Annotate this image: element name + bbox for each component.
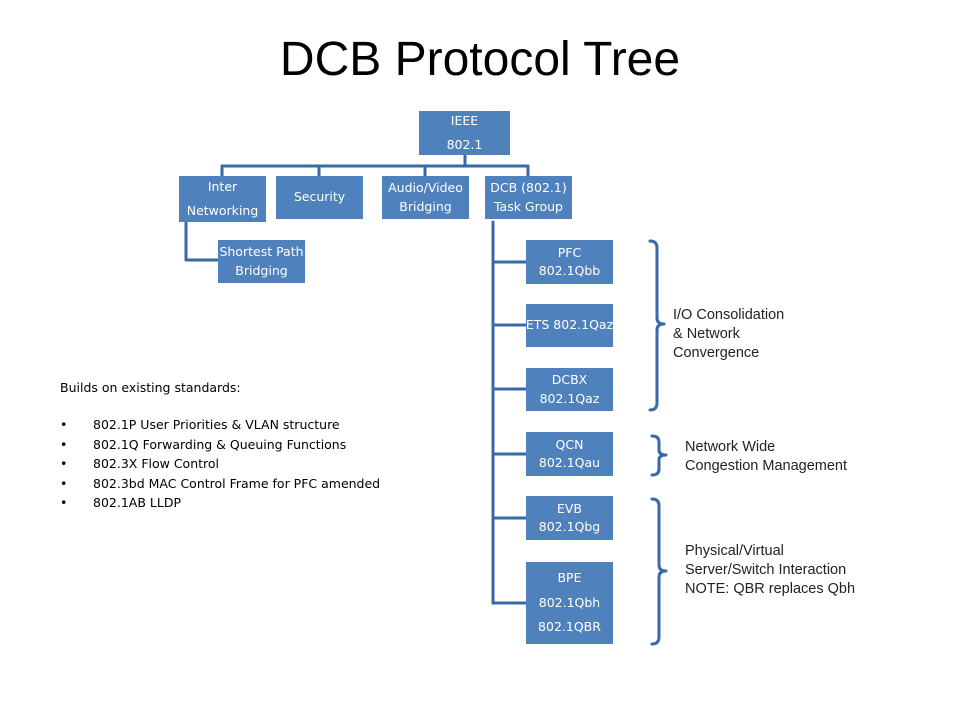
node-security: Security bbox=[276, 176, 363, 219]
node-label: PFC bbox=[557, 244, 582, 260]
node-label: Bridging bbox=[399, 198, 452, 214]
list-item-text: 802.3bd MAC Control Frame for PFC amende… bbox=[93, 475, 381, 491]
group-label-line: Physical/Virtual bbox=[685, 543, 784, 559]
list-item-text: 802.1P User Priorities & VLAN structure bbox=[93, 417, 340, 432]
group-label-io-consolidation: I/O Consolidation & Network Convergence bbox=[673, 306, 784, 363]
list-item: • 802.1Q Forwarding & Queuing Functions bbox=[60, 435, 380, 455]
node-label: EVB bbox=[556, 500, 583, 516]
node-label: ETS 802.1Qaz bbox=[526, 317, 613, 333]
group-label-line: Convergence bbox=[673, 345, 760, 361]
list-item: • 802.1P User Priorities & VLAN structure bbox=[60, 415, 380, 435]
node-label: QCN bbox=[555, 436, 584, 452]
group-label-line: Server/Switch Interaction bbox=[685, 562, 847, 578]
list-item-text: 802.1Q Forwarding & Queuing Functions bbox=[93, 436, 347, 452]
node-label: DCB (802.1) bbox=[490, 180, 567, 196]
slide-title: DCB Protocol Tree bbox=[279, 33, 681, 86]
node-label: 802.1Qaz bbox=[539, 390, 600, 406]
bracket-congestion-management bbox=[650, 434, 668, 477]
node-label: 802.1 bbox=[446, 137, 483, 152]
list-item-text: 802.3X Flow Control bbox=[93, 456, 220, 471]
bullet-icon: • bbox=[60, 495, 68, 510]
node-label: Networking bbox=[186, 203, 259, 218]
bracket-server-switch bbox=[650, 497, 668, 646]
node-evb: EVB 802.1Qbg bbox=[526, 496, 613, 540]
node-internetworking: Inter Networking bbox=[179, 176, 266, 222]
group-label-line: I/O Consolidation bbox=[673, 307, 785, 323]
node-dcb-task-group: DCB (802.1) Task Group bbox=[485, 176, 572, 219]
node-dcbx: DCBX 802.1Qaz bbox=[526, 368, 613, 411]
list-item: • 802.1AB LLDP bbox=[60, 493, 380, 513]
standards-notes: Builds on existing standards: • 802.1P Us… bbox=[60, 380, 380, 513]
node-label: DCBX bbox=[551, 372, 588, 388]
bracket-io-consolidation bbox=[648, 239, 666, 412]
bullet-icon: • bbox=[60, 456, 68, 471]
node-pfc: PFC 802.1Qbb bbox=[526, 240, 613, 284]
node-ets: ETS 802.1Qaz bbox=[526, 304, 613, 347]
group-label-congestion-management: Network Wide Congestion Management bbox=[685, 438, 847, 476]
list-item: • 802.3bd MAC Control Frame for PFC amend… bbox=[60, 474, 380, 494]
notes-intro: Builds on existing standards: bbox=[60, 380, 241, 395]
node-label: Audio/Video bbox=[388, 180, 463, 196]
node-label: BPE bbox=[557, 570, 582, 586]
node-label: Task Group bbox=[493, 198, 563, 214]
bullet-icon: • bbox=[60, 475, 68, 491]
group-label-line: Congestion Management bbox=[685, 458, 848, 474]
node-label: 802.1Qbb bbox=[538, 263, 601, 278]
node-label: 802.1Qbh bbox=[538, 594, 601, 610]
group-label-line: Network Wide bbox=[685, 439, 776, 455]
node-label: IEEE bbox=[450, 112, 479, 128]
node-label: Bridging bbox=[235, 262, 288, 278]
standards-list: • 802.1P User Priorities & VLAN structure… bbox=[60, 415, 380, 513]
list-item: • 802.3X Flow Control bbox=[60, 454, 380, 474]
node-shortest-path-bridging: Shortest Path Bridging bbox=[218, 240, 305, 283]
node-label: Shortest Path bbox=[219, 244, 304, 260]
list-item-text: 802.1AB LLDP bbox=[93, 495, 181, 510]
node-label: 802.1QBR bbox=[538, 619, 601, 635]
node-label: Security bbox=[293, 189, 346, 205]
group-label-line: & Network bbox=[673, 326, 740, 342]
node-bpe: BPE 802.1Qbh 802.1QBR bbox=[526, 562, 613, 644]
node-audio-video-bridging: Audio/Video Bridging bbox=[382, 176, 469, 219]
node-ieee-802-1: IEEE 802.1 bbox=[419, 111, 510, 155]
connector-to-spb bbox=[184, 220, 220, 262]
bullet-icon: • bbox=[60, 436, 68, 452]
group-label-line: NOTE: QBR replaces Qbh bbox=[685, 581, 856, 597]
node-qcn: QCN 802.1Qau bbox=[526, 432, 613, 476]
node-label: Inter bbox=[207, 178, 238, 194]
group-label-server-switch: Physical/Virtual Server/Switch Interacti… bbox=[685, 542, 855, 599]
bullet-icon: • bbox=[60, 417, 68, 432]
node-label: 802.1Qau bbox=[538, 455, 601, 470]
node-label: 802.1Qbg bbox=[538, 519, 601, 534]
